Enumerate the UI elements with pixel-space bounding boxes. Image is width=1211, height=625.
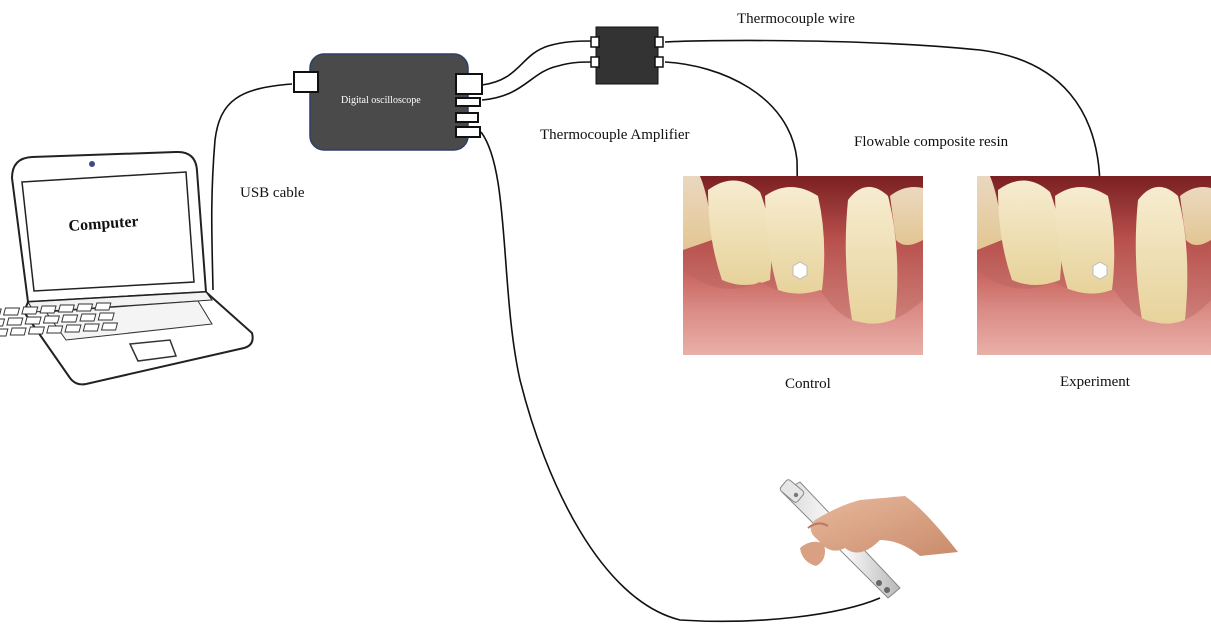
output-port-3 [456, 113, 478, 122]
experiment-label: Experiment [1060, 375, 1130, 390]
control-teeth-photo [683, 176, 923, 355]
webcam-icon [89, 161, 95, 167]
thermocouple-amplifier-label: Thermocouple Amplifier [540, 128, 690, 143]
usb-cable-label: USB cable [240, 186, 305, 201]
control-label: Control [785, 377, 831, 392]
flowable-resin-label: Flowable composite resin [854, 135, 1008, 150]
thermocouple-wire-label: Thermocouple wire [737, 12, 855, 27]
experiment-teeth-photo [977, 176, 1211, 355]
output-port-1 [456, 74, 482, 94]
thermocouple-sensor-control [793, 262, 807, 279]
thermocouple-amplifier-icon [591, 27, 663, 84]
usb-port [294, 72, 318, 92]
thermocouple-sensor-experiment [1093, 262, 1107, 279]
output-port-2 [456, 98, 480, 106]
oscilloscope-label: Digital oscilloscope [341, 96, 421, 106]
output-port-4 [456, 127, 480, 137]
laptop-computer-icon [0, 152, 253, 384]
